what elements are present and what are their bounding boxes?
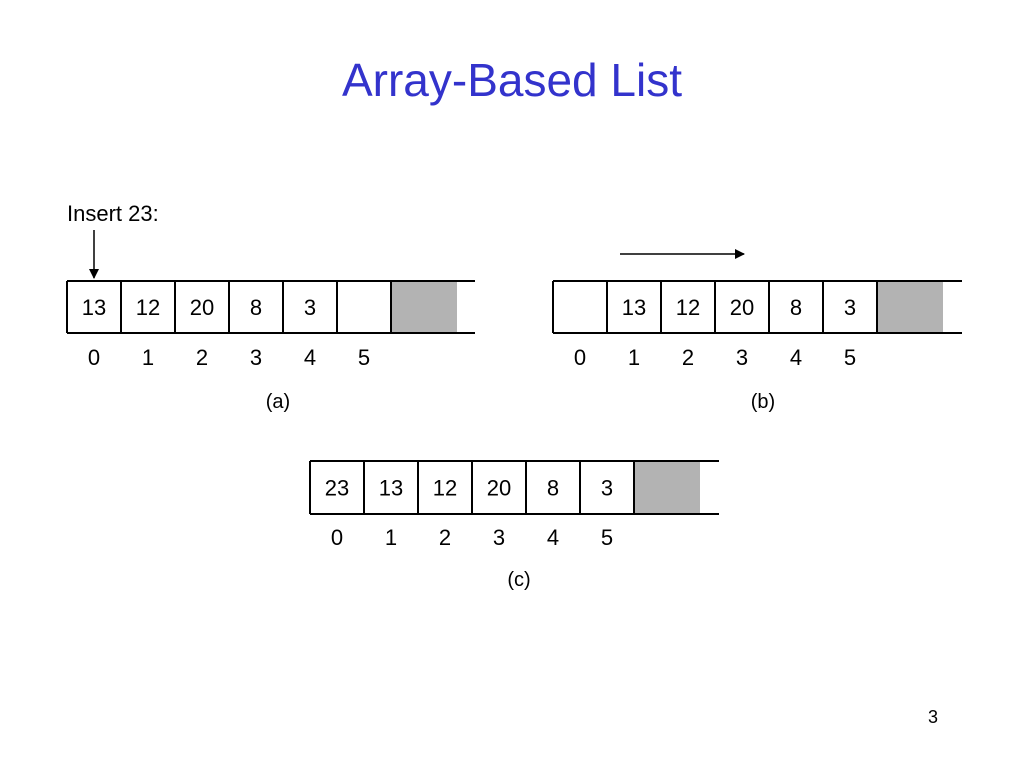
array-cell-value: 13 [82,295,106,320]
array-cell-value: 20 [730,295,754,320]
slide-title: Array-Based List [341,54,682,106]
array-cell-value: 3 [601,476,613,501]
array-cell-value: 8 [250,295,262,320]
slide-number: 3 [927,707,938,727]
array-cell-value: 20 [190,295,214,320]
array-cell-value: 12 [136,295,160,320]
array-cell-value: 12 [433,476,457,501]
array-index-label: 3 [493,525,505,550]
unused-capacity-cell [877,281,943,333]
array-caption: (b) [751,391,775,413]
array-cell-value: 3 [844,295,856,320]
array-index-label: 4 [790,345,802,370]
array-index-label: 0 [331,525,343,550]
array-cell-value: 12 [676,295,700,320]
array-index-label: 4 [304,345,316,370]
array-index-label: 3 [736,345,748,370]
array-caption: (c) [507,569,530,591]
array-index-label: 3 [250,345,262,370]
array-index-label: 4 [547,525,559,550]
unused-capacity-cell [391,281,457,333]
array-cell-value: 8 [547,476,559,501]
array-index-label: 2 [196,345,208,370]
unused-capacity-cell [634,461,700,514]
array-cell-value: 13 [622,295,646,320]
array-index-label: 0 [88,345,100,370]
array-index-label: 1 [628,345,640,370]
array-index-label: 5 [601,525,613,550]
array-index-label: 1 [142,345,154,370]
array-index-label: 2 [682,345,694,370]
insert-label: Insert 23: [67,201,159,226]
array-index-label: 1 [385,525,397,550]
array-cell-value: 3 [304,295,316,320]
array-index-label: 0 [574,345,586,370]
array-index-label: 5 [358,345,370,370]
array-cell-value: 8 [790,295,802,320]
array-caption: (a) [266,391,290,413]
array-index-label: 2 [439,525,451,550]
array-index-label: 5 [844,345,856,370]
array-cell-value: 13 [379,476,403,501]
array-cell-value: 20 [487,476,511,501]
array-cell-value: 23 [325,476,349,501]
